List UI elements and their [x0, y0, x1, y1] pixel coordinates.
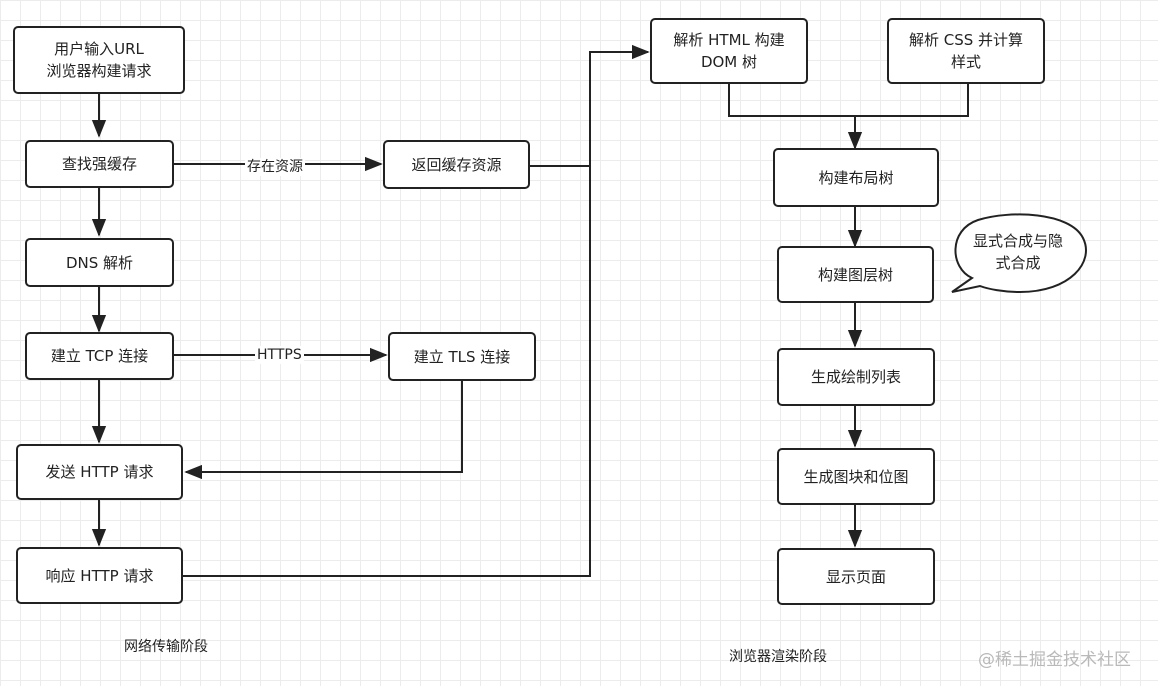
node-paint-list: 生成绘制列表 [777, 348, 935, 406]
node-display-page: 显示页面 [777, 548, 935, 605]
node-parse-html: 解析 HTML 构建 DOM 树 [650, 18, 808, 84]
node-send-http: 发送 HTTP 请求 [16, 444, 183, 500]
node-layer-tree: 构建图层树 [777, 246, 934, 303]
node-response-http: 响应 HTTP 请求 [16, 547, 183, 604]
node-return-cache: 返回缓存资源 [383, 140, 530, 189]
node-tiles-bitmap: 生成图块和位图 [777, 448, 935, 505]
node-strong-cache: 查找强缓存 [25, 140, 174, 188]
section-label-render: 浏览器渲染阶段 [729, 649, 827, 665]
edge-label-https: HTTPS [255, 346, 304, 364]
arrow-response-to-parse-html [183, 166, 591, 577]
node-tcp: 建立 TCP 连接 [25, 332, 174, 380]
node-parse-css: 解析 CSS 并计算 样式 [887, 18, 1045, 84]
section-label-network: 网络传输阶段 [124, 639, 208, 655]
arrow-tls-to-send [184, 381, 463, 480]
arrow-return-to-parse-html [530, 44, 650, 167]
node-tls: 建立 TLS 连接 [388, 332, 536, 381]
edge-label-cache-exists: 存在资源 [245, 158, 305, 176]
node-dns: DNS 解析 [25, 238, 174, 287]
node-layout-tree: 构建布局树 [773, 148, 939, 207]
line-html-down [728, 84, 969, 117]
callout-bubble [951, 213, 1087, 294]
watermark: @稀土掘金技术社区 [978, 650, 1131, 670]
node-user-input-url: 用户输入URL 浏览器构建请求 [13, 26, 185, 94]
callout-compositing: 显式合成与隐 式合成 [972, 232, 1063, 272]
